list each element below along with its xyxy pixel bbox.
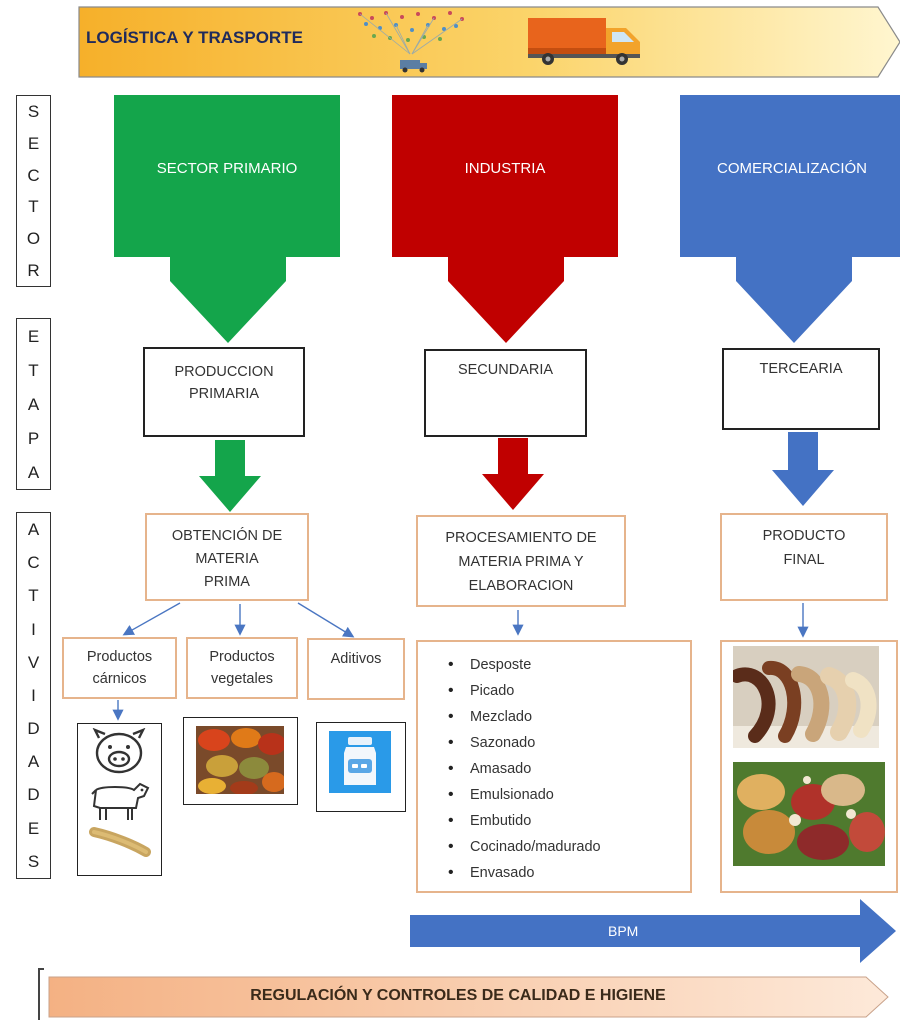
letter: T <box>28 586 39 606</box>
etapa-terciaria-box: TERCEARIA <box>722 348 880 430</box>
proceso-item: Sazonado <box>418 730 690 756</box>
actividades-vertical-label: A C T I V I D A D E S <box>16 512 51 879</box>
letter: A <box>27 394 40 414</box>
proceso-item: Desposte <box>418 652 690 678</box>
actividad-line: OBTENCIÓN DE <box>171 528 283 544</box>
etapa-vertical-label: E T A P A <box>16 318 51 490</box>
actividad-line: ELABORACION <box>468 577 574 594</box>
spices-photo <box>196 726 284 794</box>
sector-vertical-label: S E C T O R <box>16 95 51 287</box>
proceso-item: Mezclado <box>418 704 690 730</box>
letter: A <box>27 462 40 482</box>
footer-banner <box>48 976 889 1018</box>
sector-arrow-industria <box>392 95 618 343</box>
etapa-secundaria-box: SECUNDARIA <box>424 349 587 437</box>
letter: E <box>27 133 40 153</box>
letter: P <box>27 428 40 448</box>
footer-label: REGULACIÓN Y CONTROLES DE CALIDAD E HIGI… <box>250 987 666 1004</box>
header-title: LOGÍSTICA Y TRASPORTE <box>86 28 303 47</box>
letter: O <box>26 228 41 248</box>
letter: T <box>28 197 39 217</box>
proceso-item: Embutido <box>418 808 690 834</box>
letter: C <box>27 165 40 185</box>
proceso-item: Amasado <box>418 756 690 782</box>
proceso-item: Cocinado/madurado <box>418 834 690 860</box>
procesos-list-box: Desposte Picado Mezclado Sazonado Amasad… <box>416 640 692 893</box>
letter: I <box>31 685 36 705</box>
actividad-obtencion-materia-prima-box: OBTENCIÓN DE MATERIA PRIMA <box>145 513 309 601</box>
delivery-truck-icon <box>528 18 640 65</box>
actividad-line: MATERIA PRIMA Y <box>458 553 584 570</box>
letter: V <box>27 652 40 672</box>
sector-industria-label: INDUSTRIA <box>464 160 546 177</box>
letter: D <box>27 785 40 805</box>
down-arrow-blue <box>772 432 834 506</box>
etapa-line: TERCEARIA <box>759 361 843 377</box>
etapa-line: PRIMARIA <box>188 386 260 403</box>
proceso-item: Picado <box>418 678 690 704</box>
down-arrow-green <box>199 440 261 512</box>
actividad-line: MATERIA <box>195 551 259 568</box>
letter: S <box>27 102 40 122</box>
actividad-line: PROCESAMIENTO DE <box>445 530 597 546</box>
actividad-line: FINAL <box>783 551 825 568</box>
letter: T <box>28 360 39 380</box>
letter: A <box>27 752 40 772</box>
distribution-map-icon <box>358 11 464 73</box>
bpm-label: BPM <box>608 923 639 939</box>
header-banner <box>78 6 900 78</box>
item-line: cárnicos <box>92 670 147 687</box>
footer-bracket <box>38 968 44 1020</box>
item-line: Aditivos <box>330 651 382 667</box>
etapa-line: SECUNDARIA <box>457 362 554 378</box>
productos-vegetales-box: Productos vegetales <box>186 637 298 699</box>
procesos-list: Desposte Picado Mezclado Sazonado Amasad… <box>418 652 690 886</box>
cold-cuts-photo <box>733 762 885 866</box>
sector-arrow-primario <box>114 95 340 343</box>
sector-arrow-comercializacion <box>680 95 900 343</box>
letter: S <box>27 851 40 871</box>
aditivos-box: Aditivos <box>307 638 405 700</box>
etapa-line: PRODUCCION <box>174 364 274 380</box>
productos-carnicos-box: Productos cárnicos <box>62 637 177 699</box>
letter: C <box>27 553 40 573</box>
letter: E <box>27 326 40 346</box>
item-line: vegetales <box>210 670 274 687</box>
etapa-produccion-primaria-box: PRODUCCION PRIMARIA <box>143 347 305 437</box>
bpm-arrow <box>410 899 896 963</box>
additive-bottle-icon <box>329 731 391 793</box>
actividad-line: PRODUCTO <box>762 528 846 544</box>
pig-icon <box>92 728 146 774</box>
proceso-item: Envasado <box>418 860 690 886</box>
sausage-icon <box>89 827 151 857</box>
down-arrow-red <box>482 438 544 510</box>
letter: A <box>27 520 40 540</box>
actividad-line: PRIMA <box>204 574 250 591</box>
cow-icon <box>91 782 150 820</box>
item-line: Productos <box>209 649 275 665</box>
sector-primario-label: SECTOR PRIMARIO <box>156 160 298 177</box>
letter: E <box>27 818 40 838</box>
actividad-producto-final-box: PRODUCTO FINAL <box>720 513 888 601</box>
proceso-item: Emulsionado <box>418 782 690 808</box>
letter: D <box>27 719 40 739</box>
sausages-photo <box>733 646 879 748</box>
letter: R <box>27 260 40 280</box>
actividad-procesamiento-box: PROCESAMIENTO DE MATERIA PRIMA Y ELABORA… <box>416 515 626 607</box>
item-line: Productos <box>86 649 153 665</box>
sector-comercializacion-label: COMERCIALIZACIÓN <box>716 160 867 177</box>
letter: I <box>31 619 36 639</box>
